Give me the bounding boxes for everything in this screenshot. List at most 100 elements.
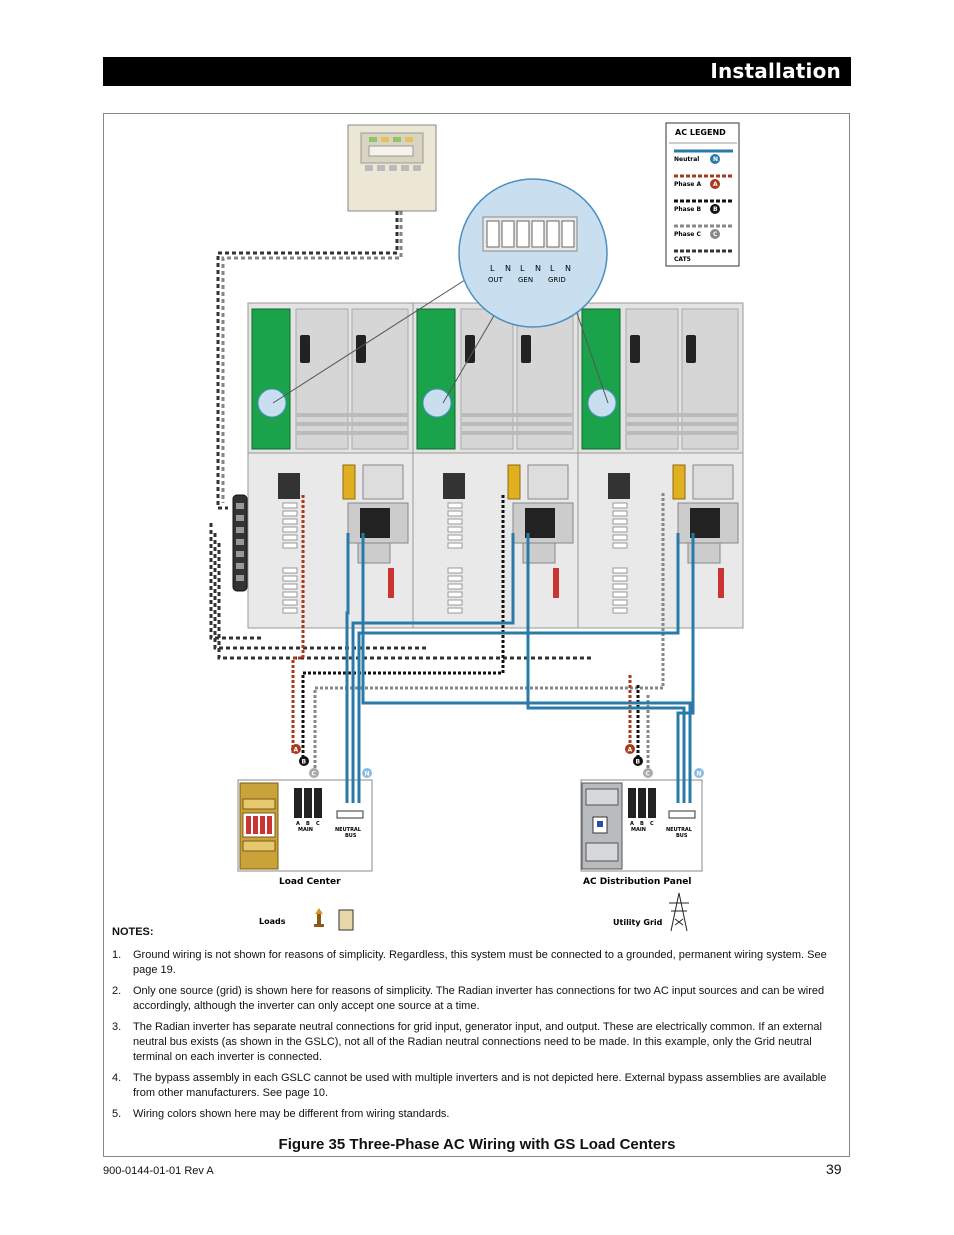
legend-title: AC LEGEND xyxy=(675,128,726,137)
note-item: 2. Only one source (grid) is shown here f… xyxy=(112,984,834,1014)
terminal-label: L xyxy=(520,264,525,273)
ac-feed-wires xyxy=(291,493,695,803)
utility-grid-label: Utility Grid xyxy=(613,918,663,927)
terminal-label: L xyxy=(490,264,495,273)
phase-badge xyxy=(299,756,309,766)
legend-item: Phase B B xyxy=(674,199,733,214)
phase-badge xyxy=(362,768,372,778)
note-number: 3. xyxy=(112,1021,122,1033)
note-text: The bypass assembly in each GSLC cannot … xyxy=(133,1072,827,1099)
figure-frame xyxy=(103,113,850,1157)
note-item: 3. The Radian inverter has separate neutr… xyxy=(112,1020,834,1065)
legend-badge-letter: N xyxy=(713,156,718,163)
legend-label: CAT5 xyxy=(674,256,691,263)
loads-label: Loads xyxy=(259,917,286,926)
breaker-letter: C xyxy=(316,821,320,827)
breaker-letter: B xyxy=(640,821,644,827)
ac-panel-title: AC Distribution Panel xyxy=(583,877,691,887)
phase-badge-letter: B xyxy=(302,759,307,766)
legend-item: Phase A A xyxy=(674,174,733,189)
inverter-stack-2 xyxy=(412,302,579,629)
terminal-slot xyxy=(531,220,545,248)
terminal-slot xyxy=(561,220,575,248)
hub-communications-manager xyxy=(232,494,248,592)
legend-badge xyxy=(710,179,720,189)
note-text: Wiring colors shown here may be differen… xyxy=(133,1108,450,1120)
legend-badge xyxy=(710,204,720,214)
terminal-slot xyxy=(501,220,515,248)
note-text: Only one source (grid) is shown here for… xyxy=(133,985,825,1012)
notes-title: NOTES: xyxy=(112,926,154,938)
breaker-letter: A xyxy=(296,821,300,827)
phase-badge xyxy=(291,744,301,754)
legend-badge xyxy=(710,154,720,164)
phase-badge xyxy=(633,756,643,766)
terminal-slot xyxy=(516,220,530,248)
legend-item: Neutral N xyxy=(674,149,733,164)
legend-badge-letter: A xyxy=(713,181,718,188)
terminal-label: N xyxy=(505,264,511,273)
doc-number: 900-0144-01-01 Rev A xyxy=(103,1165,214,1177)
phase-badge-letter: N xyxy=(697,771,702,778)
cat5-cables xyxy=(209,211,595,660)
legend-label: Phase B xyxy=(674,206,701,213)
terminal-label: N xyxy=(565,264,571,273)
note-number: 2. xyxy=(112,985,122,997)
lc-neutral-label: NEUTRAL xyxy=(335,827,362,833)
page-number: 39 xyxy=(826,1161,842,1177)
lc-bus-label: BUS xyxy=(345,833,357,839)
phase-badge-letter: C xyxy=(312,771,317,778)
legend-label: Phase A xyxy=(674,181,701,188)
phase-badge xyxy=(694,768,704,778)
phase-badge xyxy=(309,768,319,778)
legend-label: Phase C xyxy=(674,231,701,238)
header-bar: Installation xyxy=(103,57,851,86)
phase-badge xyxy=(643,768,653,778)
breaker-letter: B xyxy=(306,821,310,827)
legend-badge-letter: B xyxy=(713,206,718,213)
terminal-label: N xyxy=(535,264,541,273)
terminal-slot xyxy=(546,220,560,248)
phase-badge-letter: C xyxy=(646,771,651,778)
inverter-stack-1 xyxy=(247,302,414,629)
svg-text:ABC: ABC xyxy=(630,821,654,827)
note-item: 1. Ground wiring is not shown for reasons… xyxy=(112,948,834,978)
ac-main-label: MAIN xyxy=(631,827,646,833)
terminal-label: L xyxy=(550,264,555,273)
legend-badge-letter: C xyxy=(713,231,718,238)
system-display-unit xyxy=(347,124,437,212)
lc-main-label: MAIN xyxy=(298,827,313,833)
terminal-slot xyxy=(486,220,500,248)
figure-caption: Figure 35 Three-Phase AC Wiring with GS … xyxy=(278,1136,676,1153)
legend-label: Neutral xyxy=(674,156,699,163)
note-text: Ground wiring is not shown for reasons o… xyxy=(133,949,827,976)
note-item: 4. The bypass assembly in each GSLC canno… xyxy=(112,1071,834,1101)
load-center-title: Load Center xyxy=(279,877,341,887)
phase-badge-letter: N xyxy=(365,771,370,778)
ac-bus-label: BUS xyxy=(676,833,688,839)
legend-item: Phase C C xyxy=(674,224,733,239)
phase-badge xyxy=(625,744,635,754)
terminal-group-label: OUT xyxy=(488,276,504,284)
phase-badge-letter: A xyxy=(294,747,299,754)
terminal-group-label: GEN xyxy=(518,276,533,284)
note-text: The Radian inverter has separate neutral… xyxy=(133,1021,822,1063)
notes-list: 1. Ground wiring is not shown for reasons… xyxy=(112,948,834,1128)
breaker-letter: C xyxy=(650,821,654,827)
ac-neutral-label: NEUTRAL xyxy=(666,827,693,833)
inverter-stacks xyxy=(247,302,744,629)
note-item: 5. Wiring colors shown here may be differ… xyxy=(112,1107,834,1122)
note-number: 4. xyxy=(112,1072,122,1084)
utility-tower-icon xyxy=(669,892,689,932)
legend-item: CAT5 xyxy=(674,249,733,263)
note-number: 5. xyxy=(112,1108,122,1120)
terminal-group-label: GRID xyxy=(548,276,566,284)
svg-text:ABC: ABC xyxy=(296,821,320,827)
page-section-title: Installation xyxy=(710,59,841,83)
note-number: 1. xyxy=(112,949,122,961)
